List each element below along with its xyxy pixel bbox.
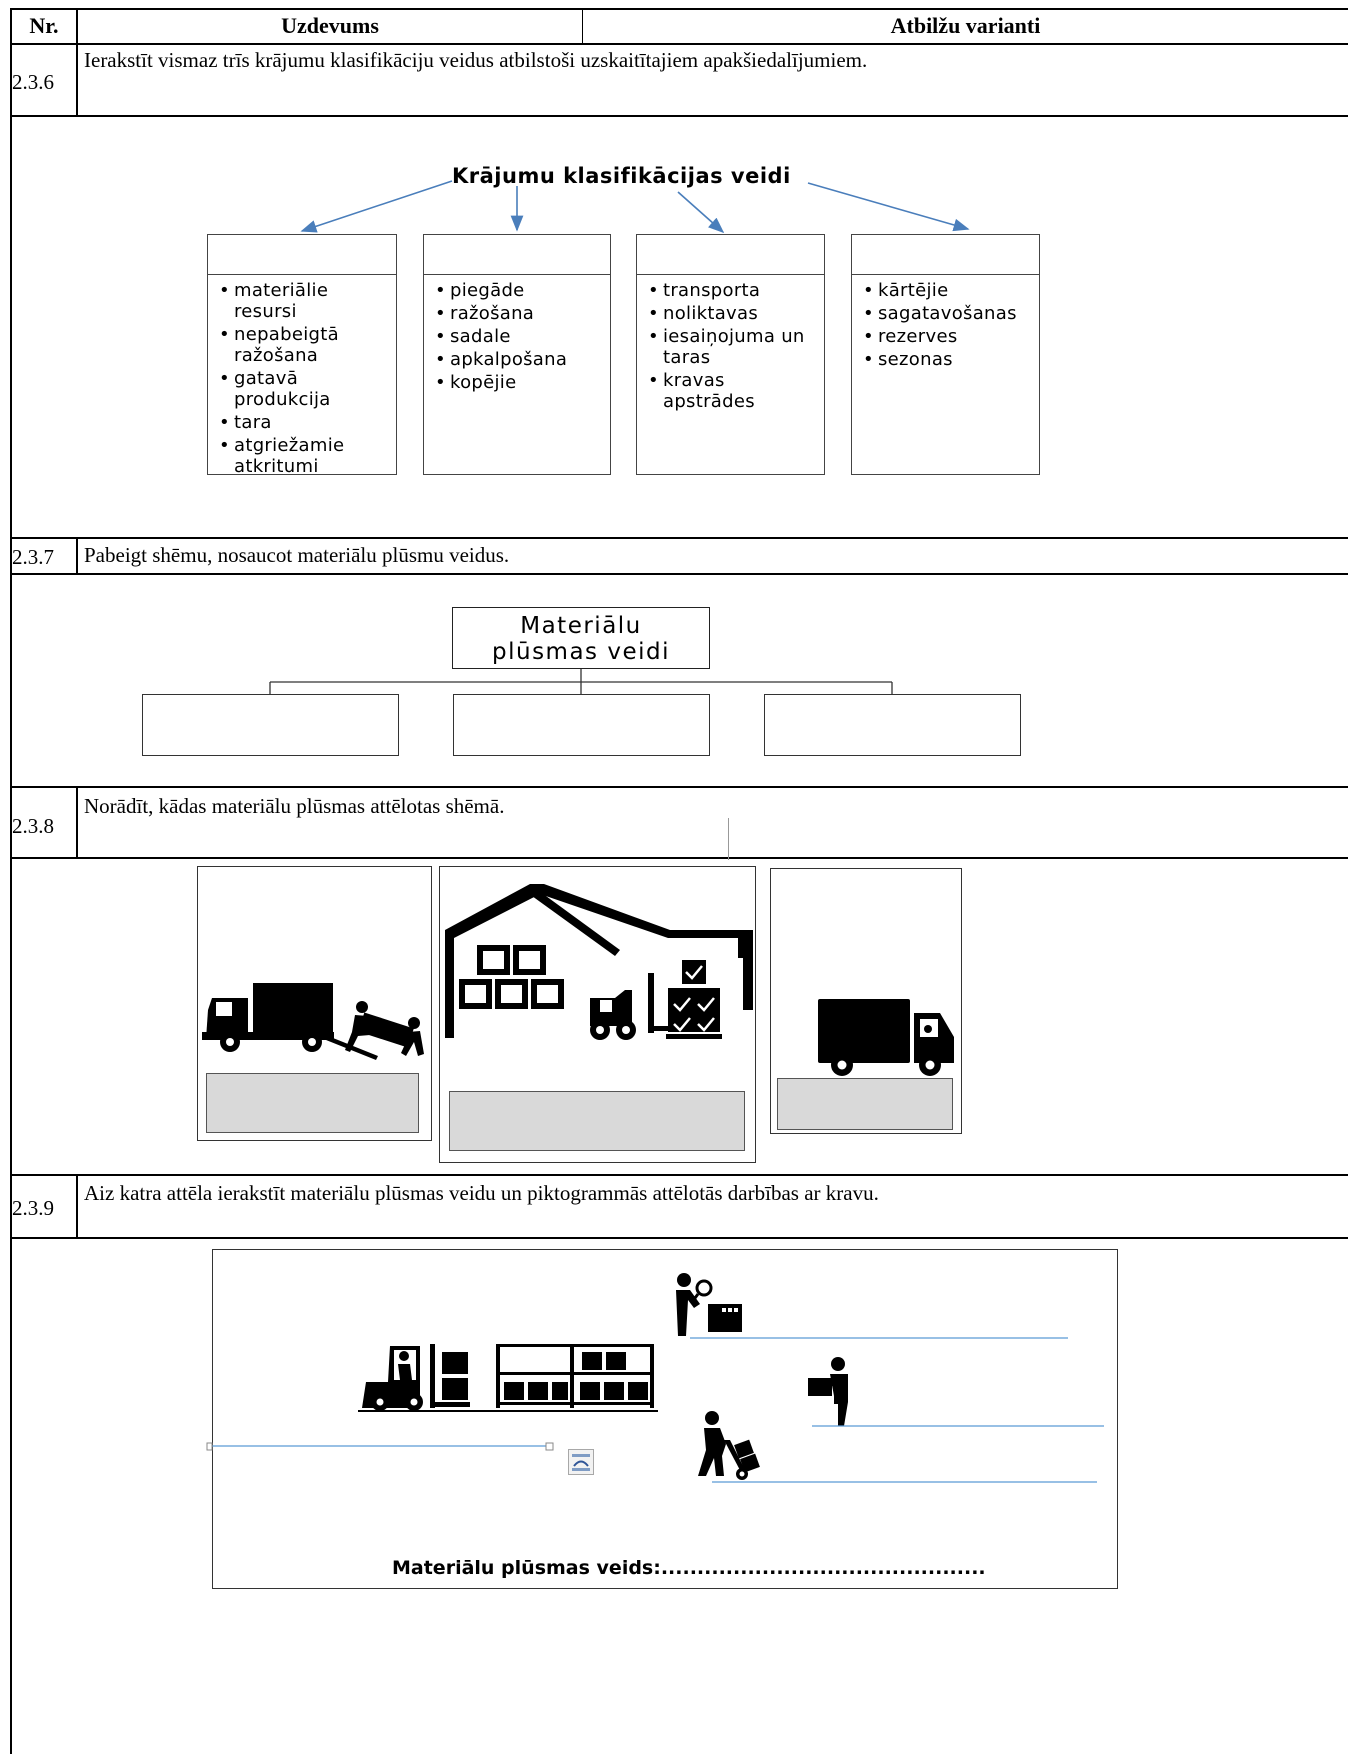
warehouse-forklift-icon bbox=[445, 884, 753, 1040]
classification-box-1-blank[interactable] bbox=[208, 235, 396, 275]
flow-types-title-line1: Materiālu bbox=[520, 613, 642, 639]
carry-box-icon bbox=[808, 1357, 848, 1426]
flow-types-title-line2: plūsmas veidi bbox=[492, 639, 670, 665]
list-item: ražošana bbox=[434, 303, 606, 324]
classification-box-3: transporta noliktavas iesaiņojuma un tar… bbox=[636, 234, 825, 475]
flow-types-root-box: Materiālu plūsmas veidi bbox=[452, 607, 710, 669]
layout-options-icon[interactable] bbox=[568, 1449, 594, 1475]
task-text-237: Pabeigt shēmu, nosaucot materiālu plūsmu… bbox=[84, 543, 510, 567]
list-item: materiālie resursi bbox=[218, 280, 392, 322]
list-item: kopējie bbox=[434, 372, 606, 393]
flow-type-blank-2[interactable] bbox=[453, 694, 710, 756]
list-item: sezonas bbox=[862, 349, 1037, 370]
list-item: iesaiņojuma un taras bbox=[647, 326, 820, 368]
classification-box-2-blank[interactable] bbox=[424, 235, 610, 275]
list-item: atgriežamie atkritumi bbox=[218, 435, 392, 477]
row-number-238: 2.3.8 bbox=[12, 814, 54, 838]
list-item: gatavā produkcija bbox=[218, 368, 392, 410]
forklift-racks-icon bbox=[358, 1344, 658, 1412]
list-item: nepabeigtā ražošana bbox=[218, 324, 392, 366]
list-item: apkalpošana bbox=[434, 349, 606, 370]
task-text-236: Ierakstīt vismaz trīs krājumu klasifikāc… bbox=[84, 48, 868, 72]
row-number-239: 2.3.9 bbox=[12, 1196, 54, 1220]
classification-box-3-blank[interactable] bbox=[637, 235, 824, 275]
flow-answer-field-2[interactable] bbox=[449, 1091, 745, 1151]
flow-activity-panel bbox=[212, 1249, 1118, 1589]
header-task: Uzdevums bbox=[281, 13, 379, 38]
diagram1-title: Krājumu klasifikācijas veidi bbox=[452, 164, 791, 188]
classification-box-4: kārtējie sagatavošanas rezerves sezonas bbox=[851, 234, 1040, 475]
classification-list-2: piegāde ražošana sadale apkalpošana kopē… bbox=[424, 275, 610, 393]
list-item: rezerves bbox=[862, 326, 1037, 347]
classification-list-1: materiālie resursi nepabeigtā ražošana g… bbox=[208, 275, 396, 477]
hand-truck-icon bbox=[698, 1411, 760, 1480]
header-nr: Nr. bbox=[29, 13, 59, 38]
list-item: sadale bbox=[434, 326, 606, 347]
list-item: transporta bbox=[647, 280, 820, 301]
list-item: sagatavošanas bbox=[862, 303, 1037, 324]
classification-box-4-blank[interactable] bbox=[852, 235, 1039, 275]
list-item: noliktavas bbox=[647, 303, 820, 324]
truck-unloading-icon bbox=[202, 983, 424, 1060]
row-number-237: 2.3.7 bbox=[12, 545, 54, 569]
classification-list-4: kārtējie sagatavošanas rezerves sezonas bbox=[852, 275, 1039, 370]
classification-box-2: piegāde ražošana sadale apkalpošana kopē… bbox=[423, 234, 611, 475]
stray-mark bbox=[728, 818, 729, 860]
flow-type-caption: Materiālu plūsmas veids:................… bbox=[392, 1557, 986, 1579]
flow-type-blank-1[interactable] bbox=[142, 694, 399, 756]
list-item: tara bbox=[218, 412, 392, 433]
flow-type-blank-3[interactable] bbox=[764, 694, 1021, 756]
list-item: piegāde bbox=[434, 280, 606, 301]
row-number-236: 2.3.6 bbox=[12, 70, 54, 94]
classification-list-3: transporta noliktavas iesaiņojuma un tar… bbox=[637, 275, 824, 412]
inspect-worker-icon bbox=[676, 1273, 742, 1336]
list-item: kārtējie bbox=[862, 280, 1037, 301]
list-item: kravas apstrādes bbox=[647, 370, 820, 412]
classification-box-1: materiālie resursi nepabeigtā ražošana g… bbox=[207, 234, 397, 477]
task-text-239: Aiz katra attēla ierakstīt materiālu plū… bbox=[84, 1181, 879, 1205]
flow-answer-field-3[interactable] bbox=[777, 1078, 953, 1130]
flow-answer-field-1[interactable] bbox=[206, 1073, 419, 1133]
delivery-truck-icon bbox=[818, 999, 954, 1076]
task-text-238: Norādīt, kādas materiālu plūsmas attēlot… bbox=[84, 794, 505, 818]
header-answers: Atbilžu varianti bbox=[890, 13, 1041, 38]
